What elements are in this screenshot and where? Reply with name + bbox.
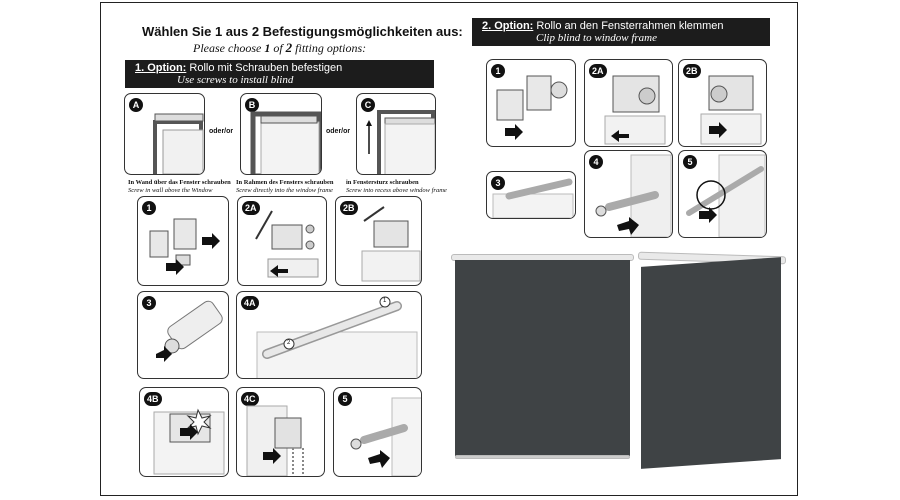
click-roller-illustration [153, 408, 225, 475]
mount-b-caption-en: Screw directly into the window frame [236, 187, 333, 194]
mount-c-caption-en: Screw into recess above window frame [346, 187, 447, 194]
option2-header: 2. Option: Rollo an den Fensterrahmen kl… [472, 18, 770, 46]
clip-tighten-illustration [700, 75, 762, 145]
option1-step-4a-badge: 4A [241, 296, 259, 310]
option1-step-1: 1 [137, 196, 229, 286]
option1-step-5: 5 [333, 387, 422, 477]
option2-step-5: 5 [678, 150, 767, 238]
option2-step-3: 3 [486, 171, 576, 219]
option1-step-2a-badge: 2A [242, 201, 260, 215]
option2-step-4: 4 [584, 150, 673, 238]
option2-step-1: 1 [486, 59, 576, 147]
mount-c-caption-de: in Fenstersturz schrauben [346, 179, 419, 186]
option1-step-5-badge: 5 [338, 392, 352, 406]
clip-detail-illustration [686, 154, 766, 237]
option1-label-en: Use screws to install blind [177, 74, 294, 86]
mount-b-panel: B [240, 93, 322, 175]
option1-header: 1. Option: Rollo mit Schrauben befestige… [125, 60, 434, 88]
screw-bracket-illustration [255, 210, 319, 278]
option2-label-de: Rollo an den Fensterrahmen klemmen [536, 20, 724, 32]
mount-a-caption-de: In Wand über das Fenster schrauben [128, 179, 231, 186]
option1-step-1-badge: 1 [142, 201, 156, 215]
option2-step-1-badge: 1 [491, 64, 505, 78]
option1-step-2b-badge: 2B [340, 201, 358, 215]
blind-right-fabric [641, 257, 781, 469]
mount-b-illustration [250, 111, 321, 174]
option2-number: 2. Option: [482, 20, 534, 32]
mount-c-panel: C [356, 93, 436, 175]
mount-a-caption-en: Screw in wall above the Window [128, 187, 213, 194]
option1-label-de: Rollo mit Schrauben befestigen [189, 62, 343, 74]
option1-step-4c: 4C [236, 387, 325, 477]
option2-step-5-badge: 5 [683, 155, 697, 169]
option1-number: 1. Option: [135, 62, 187, 74]
clip-bracket-illustration [496, 75, 568, 140]
clip-roller-illustration [492, 178, 574, 218]
option2-step-2b-badge: 2B [683, 64, 701, 78]
mount-c-illustration [366, 110, 435, 174]
clip-end-cap-illustration [595, 154, 672, 237]
option2-step-4-badge: 4 [589, 155, 603, 169]
screw-frame-illustration [361, 206, 421, 282]
option1-step-4b-badge: 4B [144, 392, 162, 406]
mount-a-badge: A [129, 98, 143, 112]
option1-step-4c-badge: 4C [241, 392, 259, 406]
option1-step-2b: 2B [335, 196, 422, 286]
option1-step-4a: 4A 1 2 [236, 291, 422, 379]
step4a-mark-1: 1 [383, 298, 387, 304]
option1-step-3-badge: 3 [142, 296, 156, 310]
option1-step-3: 3 [137, 291, 229, 379]
blind-left-fabric [455, 260, 630, 456]
option2-step-2b: 2B [678, 59, 767, 147]
page-title-de: Wählen Sie 1 aus 2 Befestigungsmöglichke… [142, 24, 463, 39]
mount-c-badge: C [361, 98, 375, 112]
option2-step-2a: 2A [584, 59, 673, 147]
option1-step-2a: 2A [237, 196, 327, 286]
chain-guide-illustration [246, 405, 304, 476]
option1-step-4b: 4B [139, 387, 229, 477]
bracket-assembly-illustration [149, 218, 220, 275]
mount-b-badge: B [245, 98, 259, 112]
mount-a-illustration [153, 113, 204, 174]
end-cap-illustration [350, 397, 421, 476]
attach-roller-illustration [256, 296, 418, 378]
step4a-mark-2: 2 [287, 340, 291, 346]
option2-step-2a-badge: 2A [589, 64, 607, 78]
page-title-en: Please choose 1 of 2 fitting options: [193, 40, 367, 55]
or-label-1: oder/or [209, 128, 234, 135]
mount-b-caption-de: In Rahmen des Fensters schrauben [236, 179, 334, 186]
mount-a-panel: A [124, 93, 205, 175]
option2-step-3-badge: 3 [491, 176, 505, 190]
clip-on-frame-illustration [604, 75, 666, 145]
blind-left-bottom-bar [455, 455, 630, 459]
insert-roller-illustration [156, 300, 223, 362]
or-label-2: oder/or [326, 128, 351, 135]
option2-label-en: Clip blind to window frame [536, 32, 658, 44]
